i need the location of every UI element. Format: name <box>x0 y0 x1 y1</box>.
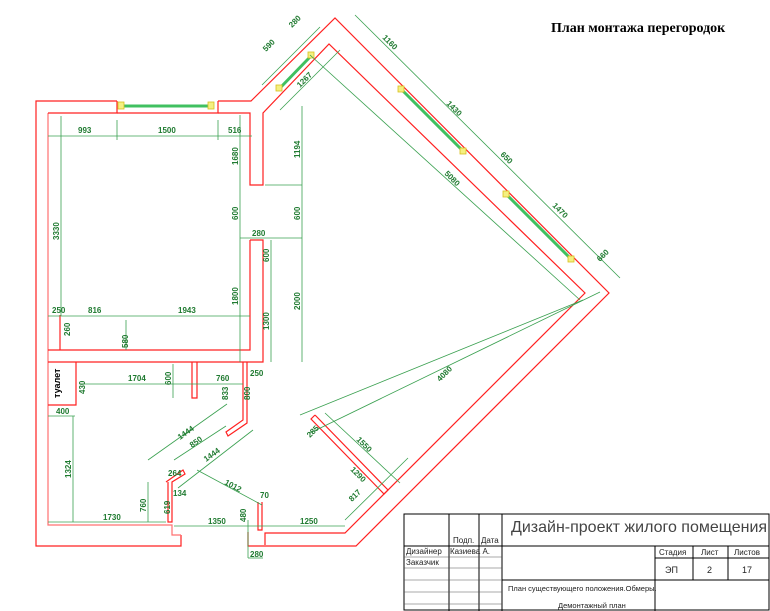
project-title: Дизайн-проект жилого помещения <box>511 519 768 536</box>
dim-label: 5080 <box>443 169 462 188</box>
dim-label: 480 <box>239 508 248 522</box>
dim-label: 134 <box>173 489 187 498</box>
stage-value: ЭП <box>665 565 678 575</box>
dim-label: 260 <box>63 322 72 336</box>
dim-label: 4080 <box>435 364 454 383</box>
dim-label: 580 <box>121 334 130 348</box>
dim-label: 1250 <box>300 517 318 526</box>
dim-label: 1470 <box>551 201 570 220</box>
sheets-value: 17 <box>742 565 753 575</box>
dim-label: 1680 <box>231 147 240 165</box>
dim-label: 1194 <box>293 140 302 158</box>
col-sign-header: Подп. <box>453 536 475 545</box>
sheet-description-1: План существующего положения.Обмеры. <box>508 584 657 593</box>
dim-label: 1730 <box>103 513 121 522</box>
dim-label: 1444 <box>202 446 222 464</box>
dim-label: 1430 <box>445 99 464 118</box>
dim-label: 264 <box>168 469 182 478</box>
interior-walls <box>48 239 389 531</box>
dim-label: 1012 <box>223 478 243 495</box>
dim-label: 1300 <box>262 312 271 330</box>
dim-label: 250 <box>52 306 66 315</box>
dim-label: 600 <box>164 371 173 385</box>
dim-label: 1704 <box>128 374 146 383</box>
dim-label: 760 <box>216 374 230 383</box>
dim-label: 250 <box>250 369 264 378</box>
dimension-labels: 993 1500 516 1680 1194 600 600 280 600 3… <box>52 13 611 559</box>
sheet-value: 2 <box>707 565 713 575</box>
room-label: туалет <box>52 368 62 398</box>
client-role: Заказчик <box>406 558 439 567</box>
dim-label: 760 <box>139 498 148 512</box>
dim-label: 993 <box>78 126 92 135</box>
dim-label: 400 <box>56 407 70 416</box>
dim-label: 280 <box>252 229 266 238</box>
sheet-description-2: Демонтажный план <box>558 601 626 610</box>
dim-label: 285 <box>305 423 321 439</box>
dim-label: 600 <box>262 248 271 262</box>
dim-label: 1350 <box>208 517 226 526</box>
dim-label: 1800 <box>231 287 240 305</box>
dim-label: 816 <box>88 306 102 315</box>
col-date-header: Дата <box>481 536 499 545</box>
dim-label: 516 <box>228 126 242 135</box>
outer-walls <box>35 17 610 547</box>
stage-label: Стадия <box>659 548 687 557</box>
dim-label: 660 <box>595 247 611 263</box>
drawing-title: План монтажа перегородок <box>551 21 726 36</box>
dim-label: 800 <box>243 386 252 400</box>
dim-label: 619 <box>163 500 172 514</box>
dim-label: 2000 <box>293 292 302 310</box>
dim-label: 817 <box>347 487 363 503</box>
dim-label: 650 <box>499 150 515 166</box>
dim-label: 1943 <box>178 306 196 315</box>
title-block-frame <box>403 513 770 611</box>
dim-label: 280 <box>250 550 264 559</box>
designer-name: Казиева А. <box>450 547 490 556</box>
dim-label: 70 <box>260 491 269 500</box>
dim-label: 1324 <box>64 460 73 478</box>
dimension-lines <box>48 14 621 559</box>
dim-label: 833 <box>221 386 230 400</box>
dim-label: 600 <box>231 206 240 220</box>
dim-label: 280 <box>287 13 303 29</box>
designer-role: Дизайнер <box>406 547 442 556</box>
dim-label: 850 <box>188 434 205 449</box>
dim-label: 1160 <box>381 33 400 52</box>
sheets-label: Листов <box>734 548 760 557</box>
dim-label: 1267 <box>295 70 314 89</box>
windows <box>117 51 575 263</box>
dim-label: 600 <box>293 206 302 220</box>
dim-label: 430 <box>78 380 87 394</box>
dim-label: 3330 <box>52 222 61 240</box>
sheet-label: Лист <box>701 548 719 557</box>
dim-label: 590 <box>261 37 277 53</box>
dim-label: 1500 <box>158 126 176 135</box>
dim-label: 1550 <box>355 435 374 454</box>
dim-label: 1290 <box>349 465 368 484</box>
